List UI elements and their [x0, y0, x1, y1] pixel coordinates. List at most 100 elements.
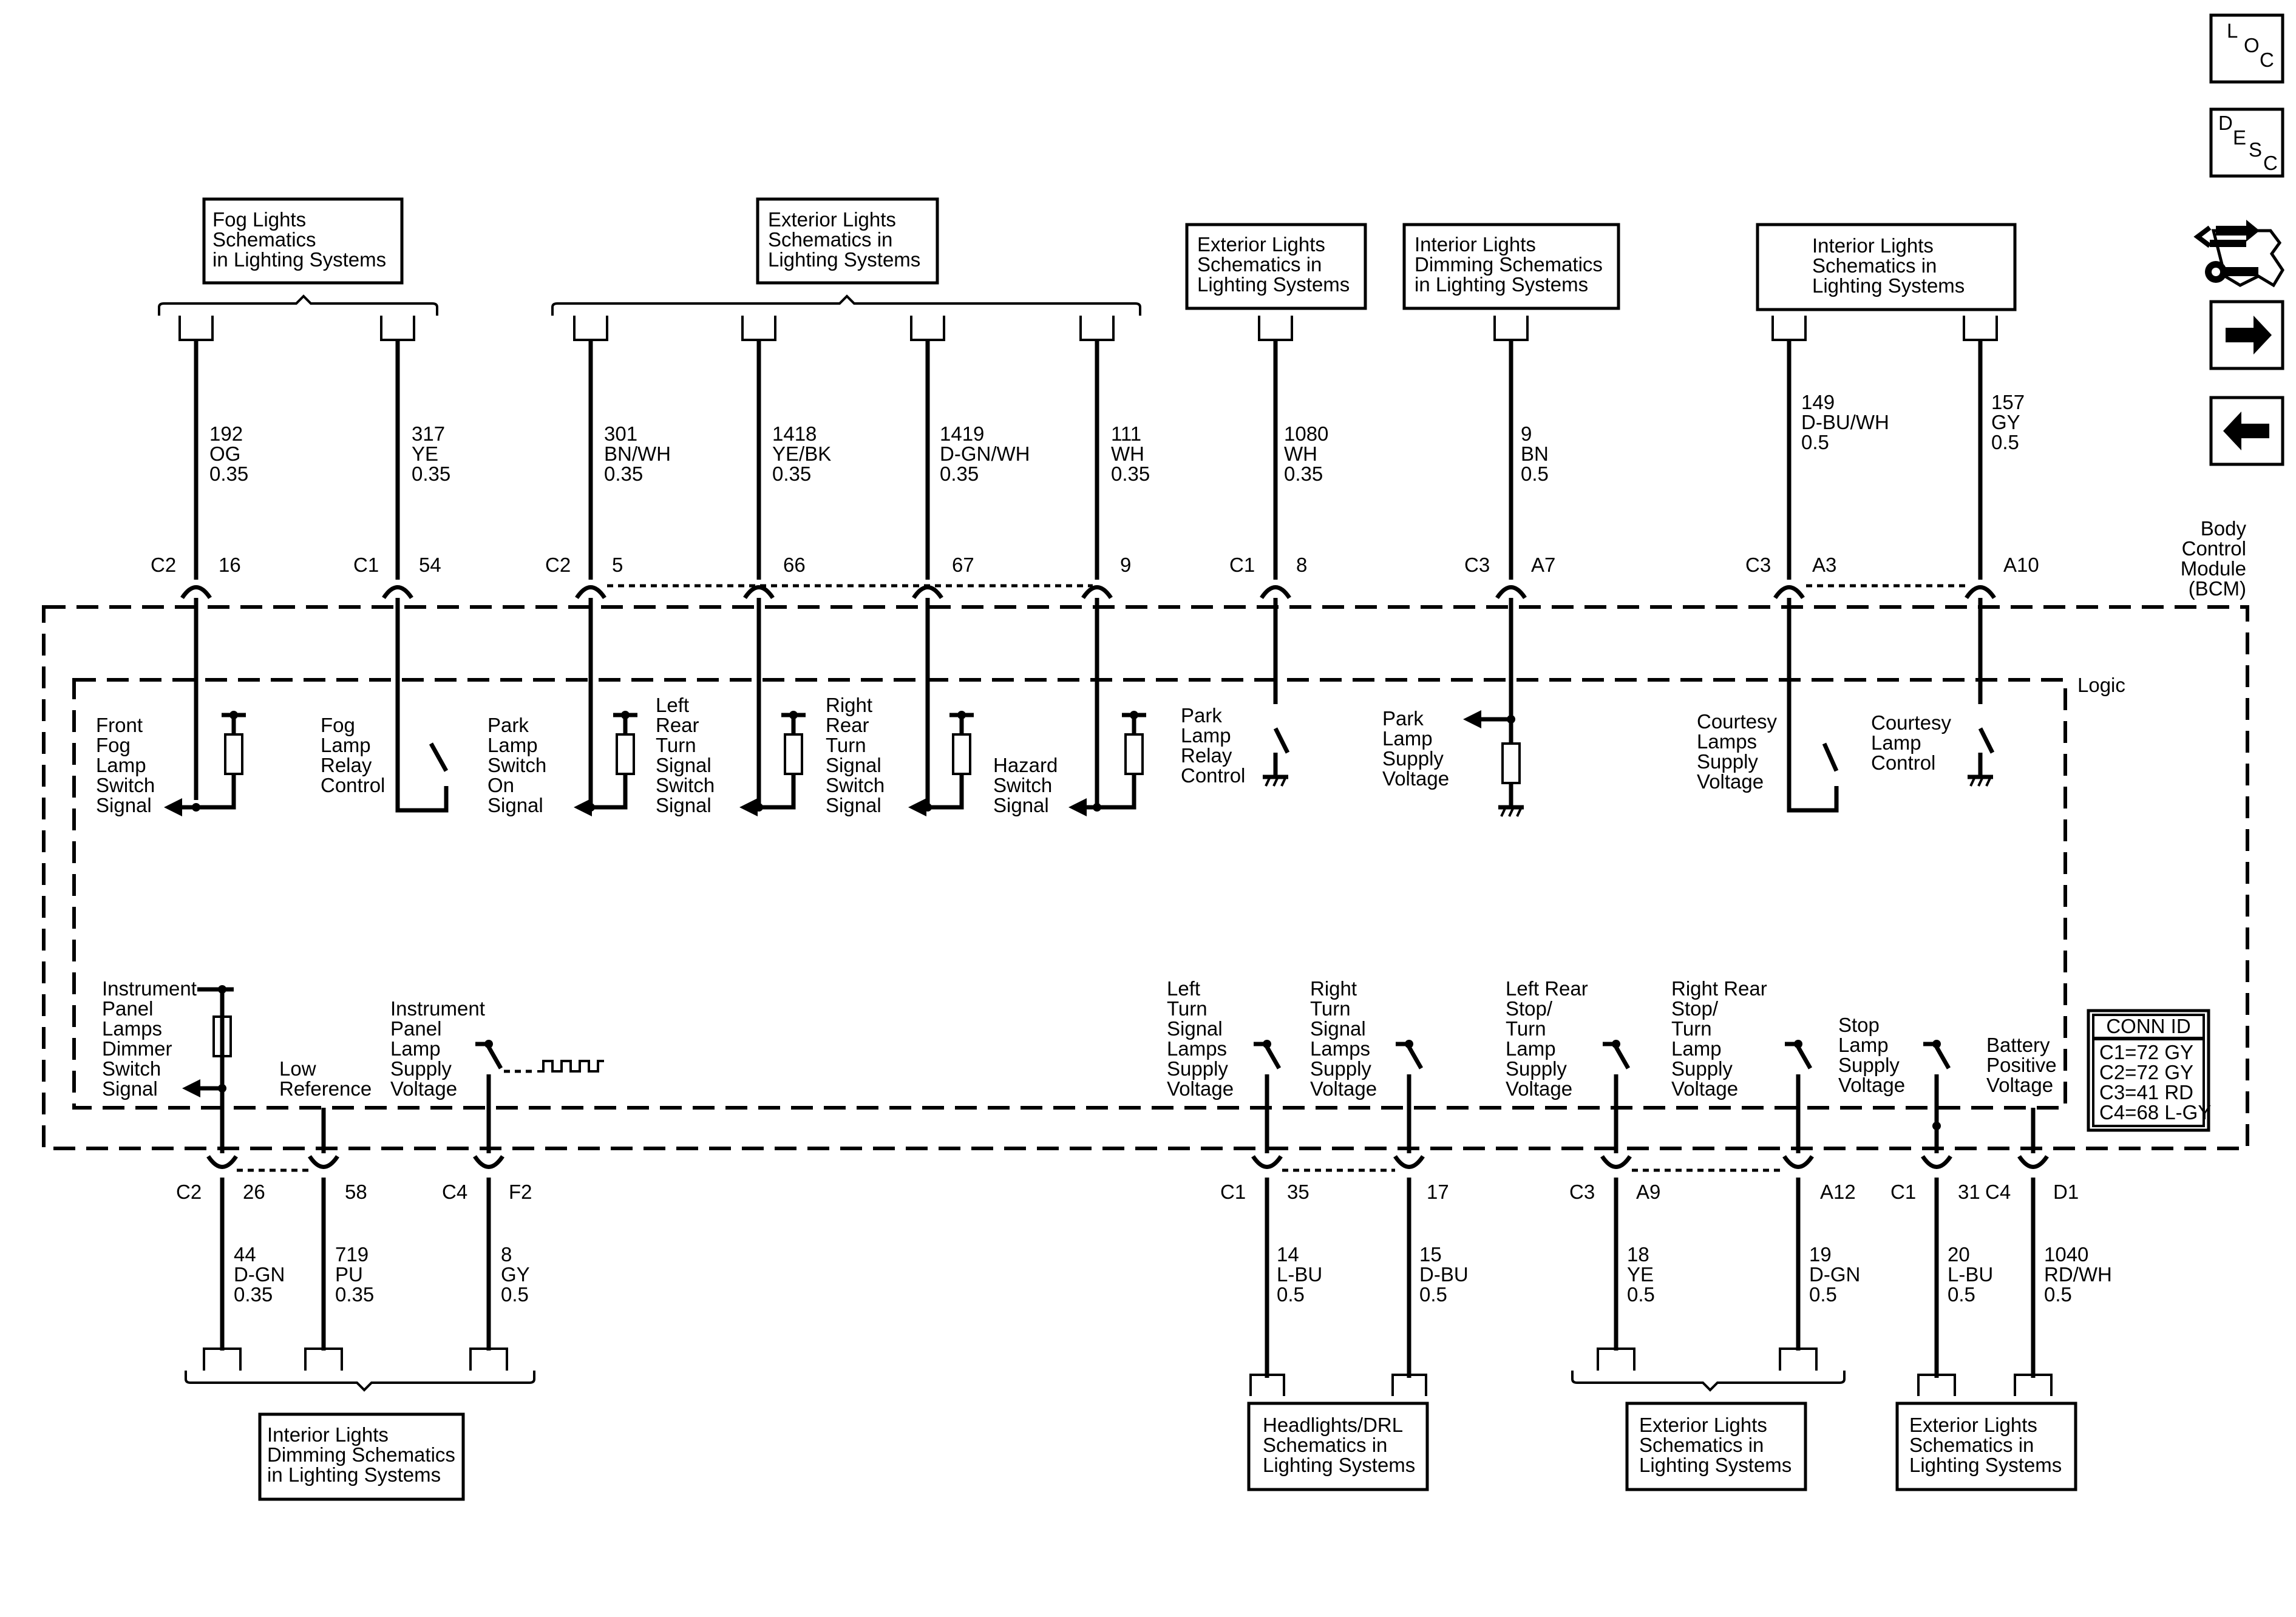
svg-text:Supply: Supply — [1697, 750, 1758, 773]
svg-text:301: 301 — [604, 422, 637, 445]
svg-text:Supply: Supply — [1671, 1057, 1733, 1080]
loc-letter-l: L — [2227, 19, 2238, 42]
repair-tools-icon[interactable] — [2193, 220, 2284, 288]
func-courtesy-lamp-control: Courtesy Lamp Control — [1871, 711, 1952, 774]
wire-1040[interactable]: 1040 RD/WH 0.5 C4 D1 — [1985, 1108, 2112, 1396]
func-instrument-panel-lamps-dimmer-switch-signal: Instrument Panel Lamps Dimmer Switch Sig… — [102, 977, 197, 1100]
wire-1418[interactable]: 1418 YE/BK 0.35 66 — [741, 316, 831, 807]
svg-text:BN: BN — [1521, 442, 1549, 465]
wire-14[interactable]: 14 L-BU 0.5 C1 35 — [1220, 1040, 1322, 1396]
svg-text:Schematics in: Schematics in — [1263, 1434, 1387, 1456]
func-courtesy-lamps-supply-voltage: Courtesy Lamps Supply Voltage — [1697, 710, 1778, 793]
func-left-turn-signal-lamps-supply-voltage: Left Turn Signal Lamps Supply Voltage — [1167, 977, 1234, 1100]
svg-text:Turn: Turn — [1310, 997, 1351, 1020]
wire-9[interactable]: 9 BN 0.5 C3 A7 — [1464, 316, 1555, 744]
func-fog-lamp-relay-control: Fog Lamp Relay Control — [321, 714, 385, 796]
wire-157[interactable]: 157 GY 0.5 A10 — [1963, 316, 2039, 754]
ref-box-exterior-lights-3[interactable]: Exterior Lights Schematics in Lighting S… — [1625, 1402, 1807, 1491]
ref-box-interior-dimming-top[interactable]: Interior Lights Dimming Schematics in Li… — [1402, 223, 1620, 310]
ref-box-headlights-drl[interactable]: Headlights/DRL Schematics in Lighting Sy… — [1247, 1402, 1429, 1491]
svg-text:Voltage: Voltage — [1506, 1077, 1572, 1100]
next-page-button[interactable] — [2209, 300, 2284, 370]
svg-text:54: 54 — [419, 554, 441, 576]
svg-text:Exterior Lights: Exterior Lights — [1639, 1414, 1767, 1436]
wire-111[interactable]: 111 WH 0.35 9 — [1079, 316, 1150, 807]
svg-text:Dimming Schematics: Dimming Schematics — [267, 1443, 455, 1466]
wire-1080[interactable]: 1080 WH 0.35 C1 8 — [1229, 316, 1328, 754]
svg-text:5: 5 — [612, 554, 623, 576]
svg-text:Left: Left — [656, 694, 689, 716]
ref-box-fog-lights[interactable]: Fog Lights Schematics in Lighting System… — [202, 197, 404, 285]
svg-text:Signal: Signal — [102, 1077, 158, 1100]
wire-19[interactable]: 19 D-GN 0.5 A12 — [1779, 1040, 1860, 1371]
svg-text:(BCM): (BCM) — [2189, 577, 2246, 600]
ref-box-interior-dimming-bottom[interactable]: Interior Lights Dimming Schematics in Li… — [258, 1412, 465, 1501]
svg-text:Fog: Fog — [321, 714, 355, 736]
desc-letter-d: D — [2218, 112, 2233, 134]
svg-text:192: 192 — [209, 422, 243, 445]
wire-317[interactable]: 317 YE 0.35 C1 54 — [353, 316, 450, 813]
svg-text:Park: Park — [1382, 707, 1424, 730]
wire-15[interactable]: 15 D-BU 0.5 17 — [1391, 1040, 1469, 1396]
svg-text:Schematics: Schematics — [212, 228, 316, 251]
pullup-192 — [164, 711, 246, 816]
wire-149[interactable]: 149 D-BU/WH 0.5 C3 A3 — [1745, 316, 1889, 813]
wire-20[interactable]: 20 L-BU 0.5 C1 31 — [1890, 1040, 1993, 1396]
svg-text:1418: 1418 — [772, 422, 817, 445]
svg-text:0.35: 0.35 — [940, 463, 979, 485]
wire-8[interactable]: 8 GY 0.5 C4 F2 — [442, 1040, 604, 1371]
svg-text:Right: Right — [1310, 977, 1357, 1000]
wire-719[interactable]: 719 PU 0.35 58 — [304, 1108, 374, 1371]
pullup-111 — [1068, 711, 1146, 816]
svg-text:Module: Module — [2181, 557, 2246, 580]
svg-text:Lamp: Lamp — [487, 734, 538, 756]
wire-18[interactable]: 18 YE 0.5 C3 A9 — [1569, 1040, 1660, 1371]
wire-192[interactable]: 192 OG 0.35 C2 16 — [151, 316, 248, 800]
ref-box-exterior-lights-1[interactable]: Exterior Lights Schematics in Lighting S… — [756, 197, 939, 285]
ref-box-exterior-lights-4[interactable]: Exterior Lights Schematics in Lighting S… — [1895, 1402, 2077, 1491]
svg-text:1080: 1080 — [1284, 422, 1328, 445]
desc-letter-e: E — [2233, 126, 2246, 149]
svg-text:Switch: Switch — [96, 774, 155, 796]
func-front-fog-lamp-switch-signal: Front Fog Lamp Switch Signal — [96, 714, 155, 816]
func-right-rear-stop-turn-lamp-supply-voltage: Right Rear Stop/ Turn Lamp Supply Voltag… — [1671, 977, 1767, 1100]
ref-box-exterior-lights-2[interactable]: Exterior Lights Schematics in Lighting S… — [1185, 223, 1367, 310]
svg-text:C3: C3 — [1464, 554, 1490, 576]
desc-letter-c: C — [2263, 152, 2278, 174]
svg-text:Signal: Signal — [1167, 1017, 1223, 1040]
svg-text:26: 26 — [243, 1181, 265, 1203]
prev-page-button[interactable] — [2209, 396, 2284, 466]
svg-text:Left: Left — [1167, 977, 1200, 1000]
svg-text:8: 8 — [501, 1243, 512, 1266]
loc-button[interactable]: L O C — [2209, 13, 2284, 84]
svg-text:Switch: Switch — [487, 754, 546, 776]
svg-text:111: 111 — [1111, 422, 1141, 445]
svg-text:Lighting Systems: Lighting Systems — [1197, 273, 1350, 296]
func-park-lamp-supply-voltage: Park Lamp Supply Voltage — [1382, 707, 1449, 790]
svg-text:A7: A7 — [1531, 554, 1555, 576]
svg-text:Lamps: Lamps — [1310, 1037, 1370, 1060]
ref-box-interior-lights[interactable]: Interior Lights Schematics in Lighting S… — [1756, 223, 2017, 311]
svg-text:Hazard: Hazard — [993, 754, 1058, 776]
svg-text:D-BU/WH: D-BU/WH — [1801, 411, 1889, 433]
svg-text:0.35: 0.35 — [234, 1283, 273, 1306]
svg-text:Signal: Signal — [656, 754, 712, 776]
svg-text:Schematics in: Schematics in — [1639, 1434, 1764, 1456]
svg-text:D1: D1 — [2053, 1181, 2079, 1203]
svg-text:0.35: 0.35 — [1284, 463, 1323, 485]
func-left-rear-turn-signal-switch-signal: Left Rear Turn Signal Switch Signal — [656, 694, 715, 816]
svg-text:GY: GY — [1991, 411, 2020, 433]
wire-44[interactable]: 44 D-GN 0.35 C2 26 — [176, 985, 285, 1371]
svg-text:Instrument: Instrument — [390, 997, 485, 1020]
svg-text:Positive: Positive — [1986, 1054, 2057, 1076]
desc-button[interactable]: D E S C — [2209, 107, 2284, 178]
svg-text:Turn: Turn — [1671, 1017, 1712, 1040]
svg-text:Interior Lights: Interior Lights — [1415, 233, 1536, 256]
wire-301[interactable]: 301 BN/WH 0.35 C2 5 — [545, 316, 671, 807]
wire-1419[interactable]: 1419 D-GN/WH 0.35 67 — [910, 316, 1030, 807]
bracket-exterior-bottom — [1571, 1371, 1846, 1392]
svg-text:0.35: 0.35 — [772, 463, 811, 485]
svg-text:Right: Right — [826, 694, 872, 716]
svg-text:149: 149 — [1801, 391, 1835, 413]
svg-text:A12: A12 — [1820, 1181, 1856, 1203]
